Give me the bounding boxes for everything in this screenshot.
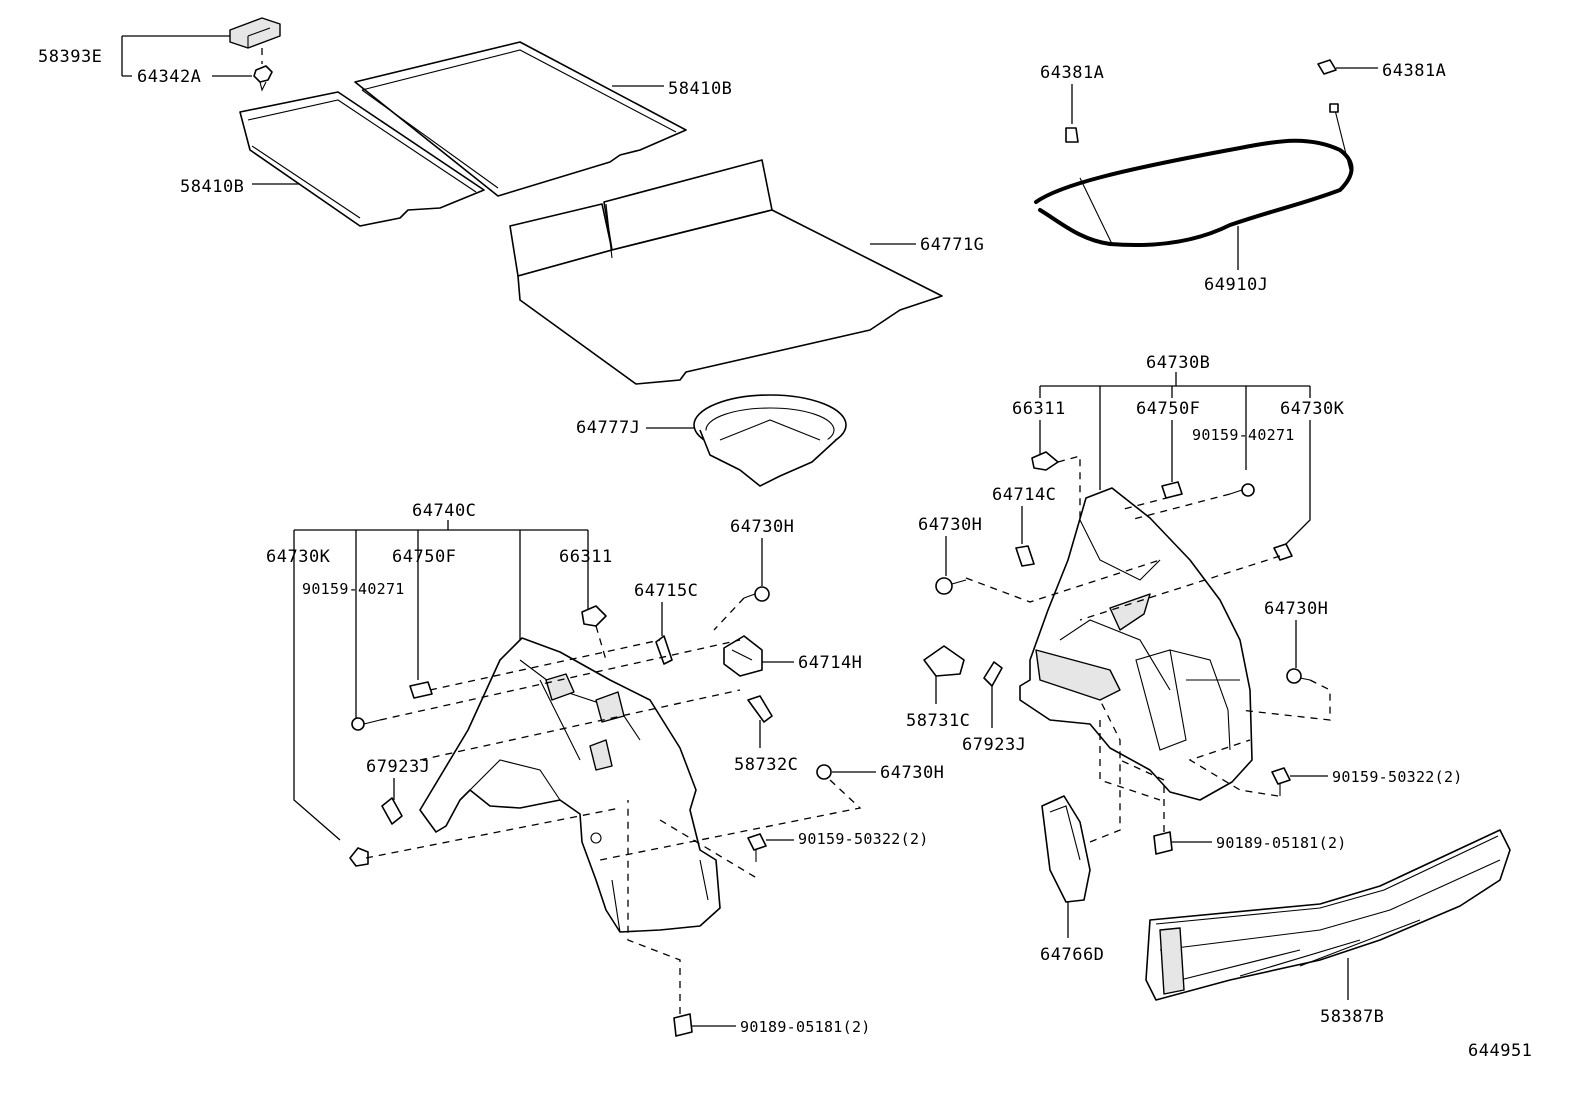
label-64777J: 64777J (576, 418, 640, 438)
label-64730B: 64730B (1146, 353, 1210, 373)
label-90159-50322-right: 90159-50322(2) (1332, 768, 1463, 786)
label-67923J-left: 67923J (366, 757, 430, 777)
part-64771G-trunk-mat (509, 159, 943, 385)
part-64381A-left (1065, 127, 1079, 143)
label-64730H-a: 64730H (730, 517, 794, 537)
leader-58393E (121, 35, 230, 77)
part-64766D-cover (1041, 795, 1091, 903)
label-58393E: 58393E (38, 47, 102, 67)
part-58393E-holder (229, 17, 281, 49)
part-64714C-clip (1015, 545, 1035, 567)
label-58387B: 58387B (1320, 1007, 1384, 1027)
label-64714C: 64714C (992, 485, 1056, 505)
label-66311-left: 66311 (559, 547, 613, 567)
part-90159-40271-left-screw (351, 717, 381, 731)
label-66311-right: 66311 (1012, 399, 1066, 419)
part-64910J-net-wire (1034, 103, 1354, 248)
part-64714H-bracket (723, 635, 763, 677)
diagram-id: 644951 (1468, 1041, 1532, 1061)
label-90159-50322-left: 90159-50322(2) (798, 830, 929, 848)
part-90189-05181-left-clip (673, 1013, 693, 1037)
label-58732C: 58732C (734, 755, 798, 775)
dashed-attach-left (365, 597, 862, 1014)
part-58732C-hook (747, 695, 773, 723)
part-90159-50322-right-bolt (1271, 767, 1291, 796)
label-90159-40271-left: 90159-40271 (302, 580, 405, 598)
part-90189-05181-right-clip (1153, 831, 1173, 855)
label-64740C: 64740C (412, 501, 476, 521)
label-64730H-b: 64730H (880, 763, 944, 783)
leader-right-sub (1039, 420, 1311, 545)
label-64381A-left: 64381A (1040, 63, 1104, 83)
part-64777J-tray (693, 394, 847, 487)
label-58731C: 58731C (906, 711, 970, 731)
label-64766D: 64766D (1040, 945, 1104, 965)
part-64715C-bracket (655, 635, 673, 665)
label-64730H-d: 64730H (1264, 599, 1328, 619)
label-64342A: 64342A (137, 67, 201, 87)
part-58410B-left-board (239, 91, 485, 227)
part-58731C-cover (923, 645, 965, 677)
part-64730H-d-clip (1286, 668, 1311, 684)
label-90159-40271-right: 90159-40271 (1192, 426, 1295, 444)
part-66311-right-clip (1031, 451, 1059, 471)
part-64730H-b-clip (816, 764, 832, 780)
part-64740C-left-trim (419, 637, 721, 933)
part-64730B-right-trim (1019, 487, 1253, 801)
label-64730K-left: 64730K (266, 547, 331, 567)
label-64750F-right: 64750F (1136, 399, 1200, 419)
label-64730H-c: 64730H (918, 515, 982, 535)
label-58410B-top: 58410B (668, 79, 732, 99)
dashed-attach-right (965, 455, 1331, 843)
label-90189-05181-right: 90189-05181(2) (1216, 834, 1347, 852)
leader-64730B-drops (1039, 386, 1311, 490)
part-64730H-a-clip (743, 586, 770, 602)
part-90159-40271-right-screw (1229, 483, 1255, 497)
part-64381A-right (1317, 59, 1337, 75)
leader-64730K-left (293, 530, 341, 841)
label-64910J: 64910J (1204, 275, 1268, 295)
part-64730H-c-clip (935, 577, 967, 595)
label-64771G: 64771G (920, 235, 984, 255)
label-58410B-left: 58410B (180, 177, 244, 197)
part-64342A-clip (253, 65, 273, 92)
part-64730K-left-clip (349, 847, 369, 867)
label-64381A-right: 64381A (1382, 61, 1446, 81)
label-64715C: 64715C (634, 581, 698, 601)
part-67923J-left-clip (381, 797, 403, 825)
part-64750F-right-clip (1161, 481, 1183, 499)
part-67923J-right-clip (983, 661, 1003, 687)
leader-64740C-bar (294, 520, 588, 531)
label-64714H: 64714H (798, 653, 862, 673)
label-64730K-right: 64730K (1280, 399, 1345, 419)
label-90189-05181-left: 90189-05181(2) (740, 1018, 871, 1036)
part-58387B-sill (1145, 829, 1511, 1001)
label-64750F-left: 64750F (392, 547, 456, 567)
part-58410B-right-board (354, 41, 687, 197)
label-67923J-right: 67923J (962, 735, 1026, 755)
part-66311-left-clip (581, 605, 607, 627)
leader-64730B-bar (1040, 372, 1310, 387)
part-64750F-left-clip (409, 681, 433, 699)
part-90159-50322-left-bolt (747, 833, 767, 862)
